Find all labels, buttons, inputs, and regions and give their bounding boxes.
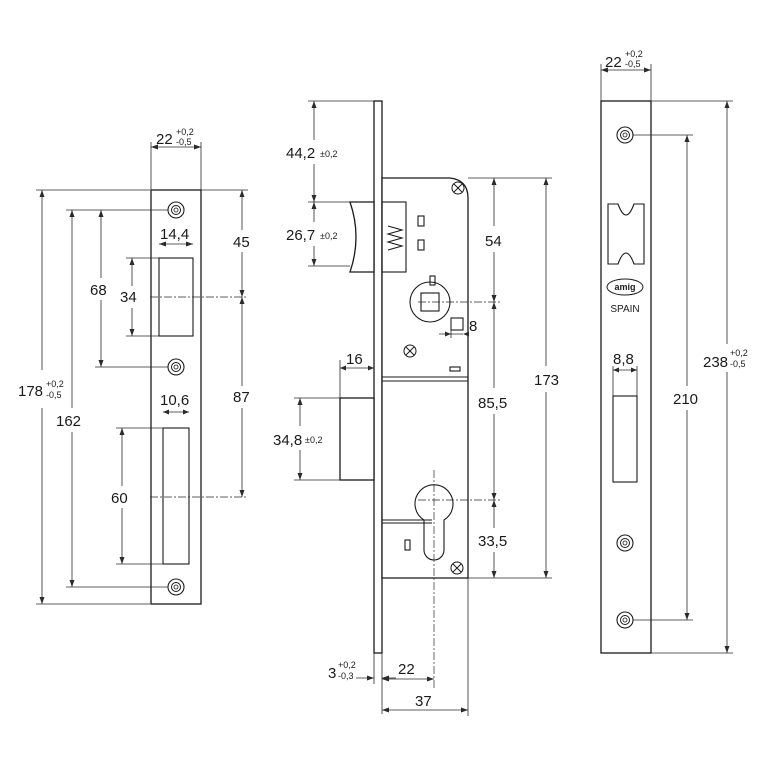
case-top-screw-icon — [451, 181, 465, 195]
dim-strike-height-178: 178 +0,2 -0,5 — [18, 189, 150, 605]
dim-strike-34: 34 — [120, 257, 159, 337]
dim-faceplate-238: 238 +0,2 -0,5 — [651, 100, 748, 654]
dim-strike-60: 60 — [111, 427, 163, 565]
lock-faceplate-side — [373, 100, 383, 654]
dim-173-label: 173 — [534, 372, 559, 389]
dim-45-label: 45 — [233, 234, 250, 251]
dim-54-label: 54 — [485, 233, 502, 250]
brand-logo: amig — [606, 278, 644, 296]
faceplate-width-tol-upper: +0,2 — [625, 49, 643, 59]
case-middle-screw-icon — [403, 344, 417, 358]
faceplate-bottom-screw-icon — [616, 611, 634, 629]
dim-faceplate-210: 210 — [633, 134, 698, 621]
origin-label: SPAIN — [610, 304, 639, 315]
strike-height-value: 178 — [18, 383, 43, 400]
dim-lock-8: 8 — [439, 318, 477, 338]
dim-8-8-label: 8,8 — [613, 351, 634, 368]
dim-strike-162: 162 — [56, 209, 168, 588]
dim-238-tol-upper: +0,2 — [730, 348, 748, 358]
dim-lock-16: 16 — [339, 351, 374, 398]
cylinder-hole — [414, 484, 454, 561]
dim-lock-34-8: 34,8 ±0,2 — [273, 397, 340, 481]
dim-60-label: 60 — [111, 490, 128, 507]
middle-screw-icon — [167, 358, 185, 376]
lower-bolt-slot — [162, 427, 190, 565]
dim-strike-10-6: 10,6 — [160, 392, 189, 415]
dim-3-tol-lower: -0,3 — [338, 671, 354, 681]
dim-44-2-tol: ±0,2 — [320, 149, 337, 159]
dim-26-7-tol: ±0,2 — [320, 231, 337, 241]
dim-strike-45: 45 — [201, 189, 250, 297]
dim-87-label: 87 — [233, 389, 250, 406]
dim-14-4-label: 14,4 — [160, 226, 189, 243]
dim-lock-37: 37 — [382, 578, 469, 716]
strike-width-tol-upper: +0,2 — [176, 127, 194, 137]
dim-faceplate-8-8: 8,8 — [612, 351, 638, 396]
latch-spring — [385, 225, 405, 251]
dim-22-label: 22 — [398, 661, 415, 678]
faceplate-mid-screw-icon — [616, 534, 634, 552]
lock-body-side-view: 44,2 ±0,2 26,7 ±0,2 16 — [273, 100, 559, 716]
dim-37-label: 37 — [415, 693, 432, 710]
dim-strike-68: 68 — [90, 210, 168, 368]
dim-26-7-label: 26,7 — [286, 227, 315, 244]
dim-lock-3: 3 +0,2 -0,3 — [328, 653, 396, 714]
faceplate-width-value: 22 — [605, 54, 622, 71]
dim-238-label: 238 — [703, 354, 728, 371]
dim-3-label: 3 — [328, 665, 336, 682]
faceplate-outline — [600, 100, 652, 654]
faceplate-front-view: amig SPAIN 22 +0,2 -0,5 8,8 — [600, 49, 748, 654]
dim-strike-14-4: 14,4 — [159, 226, 193, 247]
strike-width-value: 22 — [156, 131, 173, 148]
left-strike-plate: 22 +0,2 -0,5 178 +0,2 -0,5 162 — [18, 127, 250, 605]
dim-162-label: 162 — [56, 413, 81, 430]
dim-lock-22: 22 — [382, 661, 434, 682]
dim-lock-173: 173 — [534, 178, 559, 578]
dim-85-5-label: 85,5 — [478, 395, 507, 412]
lock-case-outline — [381, 177, 469, 579]
dim-34-8-tol: ±0,2 — [305, 435, 322, 445]
dim-33-5-label: 33,5 — [478, 533, 507, 550]
latch-housing — [381, 201, 407, 273]
dim-34-8-label: 34,8 — [273, 432, 302, 449]
dim-lock-26-7: 26,7 ±0,2 — [286, 202, 350, 267]
dim-strike-87: 87 — [233, 297, 250, 497]
dim-10-6-label: 10,6 — [160, 392, 189, 409]
bolt-opening — [612, 395, 638, 483]
dim-strike-width: 22 +0,2 -0,5 — [150, 127, 202, 190]
dim-34-label: 34 — [120, 289, 137, 306]
faceplate-width-tol-lower: -0,5 — [625, 59, 641, 69]
strike-width-tol-lower: -0,5 — [176, 137, 192, 147]
dim-lock-44-2: 44,2 ±0,2 — [286, 100, 374, 203]
dim-3-tol-upper: +0,2 — [338, 660, 356, 670]
latch-opening — [607, 203, 645, 265]
dim-44-2-label: 44,2 — [286, 145, 315, 162]
dim-8-label: 8 — [469, 318, 477, 335]
dim-210-label: 210 — [673, 391, 698, 408]
case-bottom-screw-icon — [450, 561, 464, 575]
brand-logo-text: amig — [614, 282, 635, 292]
top-screw-icon — [167, 201, 185, 219]
dim-238-tol-lower: -0,5 — [730, 359, 746, 369]
dim-faceplate-width: 22 +0,2 -0,5 — [600, 49, 652, 101]
dim-68-label: 68 — [90, 282, 107, 299]
dim-lock-85-5: 85,5 — [478, 302, 507, 500]
dim-lock-33-5: 33,5 — [468, 500, 552, 579]
faceplate-top-screw-icon — [616, 126, 634, 144]
strike-height-tol-lower: -0,5 — [46, 390, 62, 400]
dim-lock-54: 54 — [468, 177, 552, 302]
strike-height-tol-upper: +0,2 — [46, 379, 64, 389]
latch-bolt — [349, 201, 375, 273]
dim-16-label: 16 — [346, 351, 363, 368]
deadbolt — [339, 397, 375, 481]
bottom-screw-icon — [167, 578, 185, 596]
